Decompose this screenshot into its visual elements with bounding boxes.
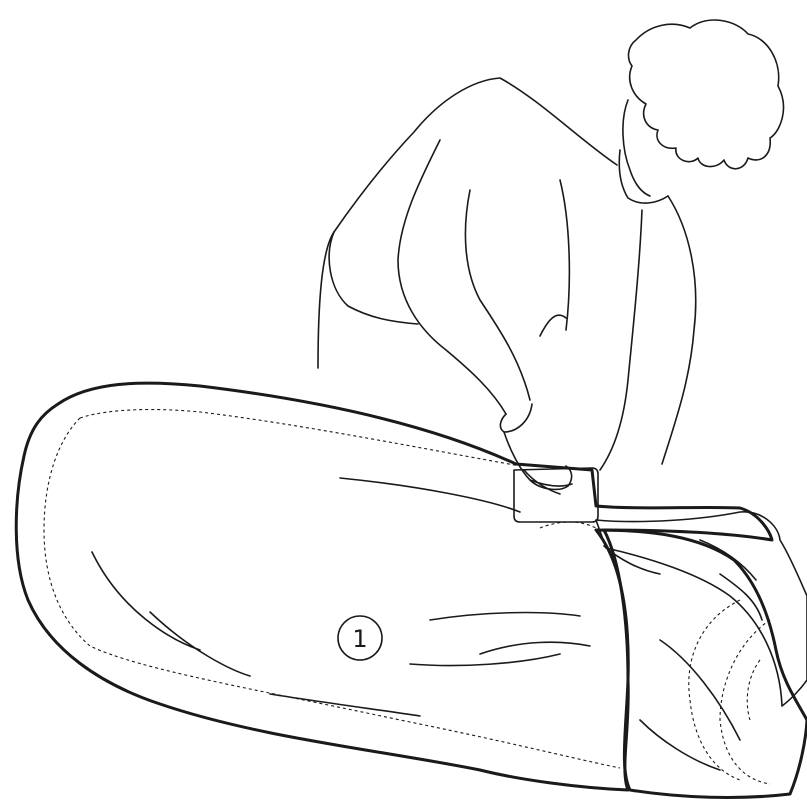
plastic-wrap — [16, 383, 807, 797]
step-1-label: 1 — [352, 625, 367, 653]
person-head — [629, 20, 784, 169]
person-figure — [318, 20, 783, 522]
step-1-callout: 1 — [338, 616, 382, 660]
bag-outline — [16, 383, 772, 790]
